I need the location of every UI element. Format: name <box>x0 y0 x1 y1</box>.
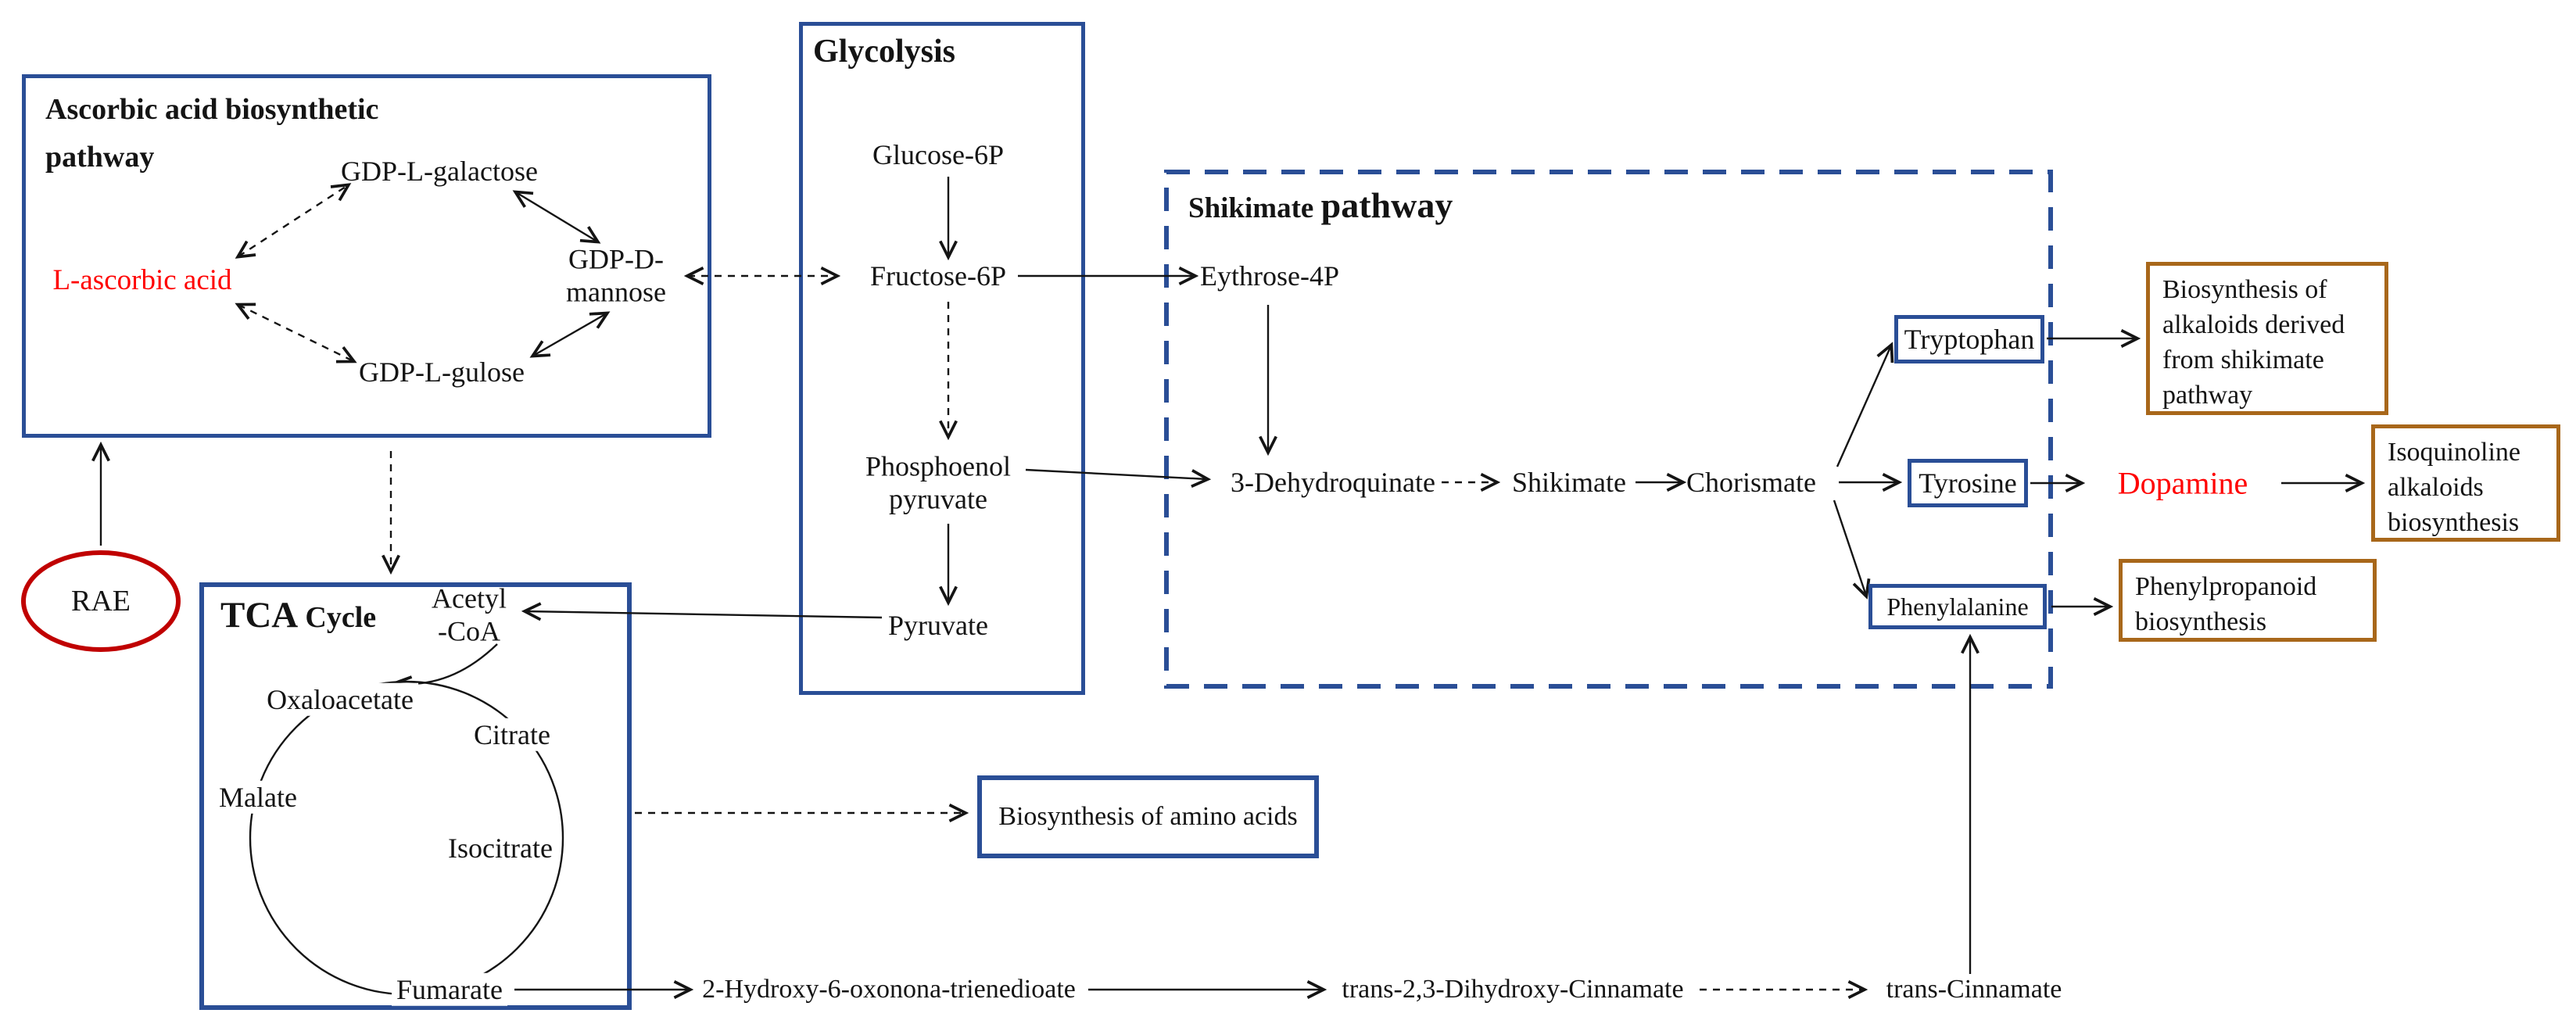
tca-title-part2: Cycle <box>305 601 377 634</box>
node-gdp-d-mannose: GDP-D- mannose <box>566 243 666 308</box>
node-fumarate: Fumarate <box>392 972 507 1007</box>
node-gdp-l-galactose: GDP-L-galactose <box>341 155 538 187</box>
node-phenylalanine-box: Phenylalanine <box>1868 584 2047 629</box>
shikimate-title-part1: Shikimate <box>1188 192 1314 224</box>
node-tyrosine-box: Tyrosine <box>1908 459 2028 507</box>
node-gdp-l-gulose: GDP-L-gulose <box>359 356 525 388</box>
node-glucose-6p: Glucose-6P <box>872 138 1004 170</box>
node-acetyl-coa: Acetyl -CoA <box>432 582 507 647</box>
phenylpropanoid-biosynthesis-box: Phenylpropanoid biosynthesis <box>2119 559 2377 642</box>
node-pyruvate: Pyruvate <box>888 609 988 641</box>
isoquinoline-biosynthesis-box: Isoquinoline alkaloids biosynthesis <box>2371 424 2560 542</box>
node-eythrose-4p: Eythrose-4P <box>1200 260 1339 292</box>
rae-ellipse: RAE <box>21 550 181 652</box>
node-trans-2-3-dihydroxy-cinnamate: trans-2,3-Dihydroxy-Cinnamate <box>1342 974 1684 1004</box>
node-isocitrate: Isocitrate <box>443 831 557 865</box>
tca-title-part1: TCA <box>220 595 296 636</box>
ascorbic-pathway-box <box>22 74 711 438</box>
amino-acids-biosynthesis-box: Biosynthesis of amino acids <box>977 775 1319 858</box>
node-3-dehydroquinate: 3-Dehydroquinate <box>1231 466 1435 498</box>
shikimate-pathway-title: Shikimate pathway <box>1188 184 1453 226</box>
node-tryptophan-box: Tryptophan <box>1894 315 2044 363</box>
node-fructose-6p: Fructose-6P <box>870 260 1006 292</box>
node-2-hydroxy-6-oxonona-trienedioate: 2-Hydroxy-6-oxonona-trienedioate <box>702 974 1076 1004</box>
alkaloids-biosynthesis-box: Biosynthesis of alkaloids derived from s… <box>2146 262 2388 415</box>
ascorbic-pathway-title: Ascorbic acid biosynthetic pathway <box>45 93 379 174</box>
tryptophan-label: Tryptophan <box>1904 324 2035 355</box>
rae-label: RAE <box>71 585 131 618</box>
glycolysis-title: Glycolysis <box>813 34 956 70</box>
shikimate-title-part2: pathway <box>1320 185 1453 225</box>
tca-cycle-title: TCA Cycle <box>220 594 376 636</box>
node-oxaloacetate: Oxaloacetate <box>262 682 418 717</box>
node-l-ascorbic-acid: L-ascorbic acid <box>52 264 232 297</box>
node-phosphoenol-pyruvate: Phosphoenol pyruvate <box>865 450 1012 515</box>
phenylalanine-label: Phenylalanine <box>1886 592 2029 621</box>
node-trans-cinnamate: trans-Cinnamate <box>1886 974 2062 1004</box>
node-shikimate: Shikimate <box>1512 466 1626 498</box>
amino-acids-label: Biosynthesis of amino acids <box>998 802 1298 831</box>
node-chorismate: Chorismate <box>1686 466 1816 498</box>
node-citrate: Citrate <box>469 718 555 752</box>
node-malate: Malate <box>214 780 302 815</box>
node-dopamine: Dopamine <box>2117 465 2248 501</box>
glycolysis-box <box>799 22 1085 695</box>
tyrosine-label: Tyrosine <box>1919 467 2017 499</box>
